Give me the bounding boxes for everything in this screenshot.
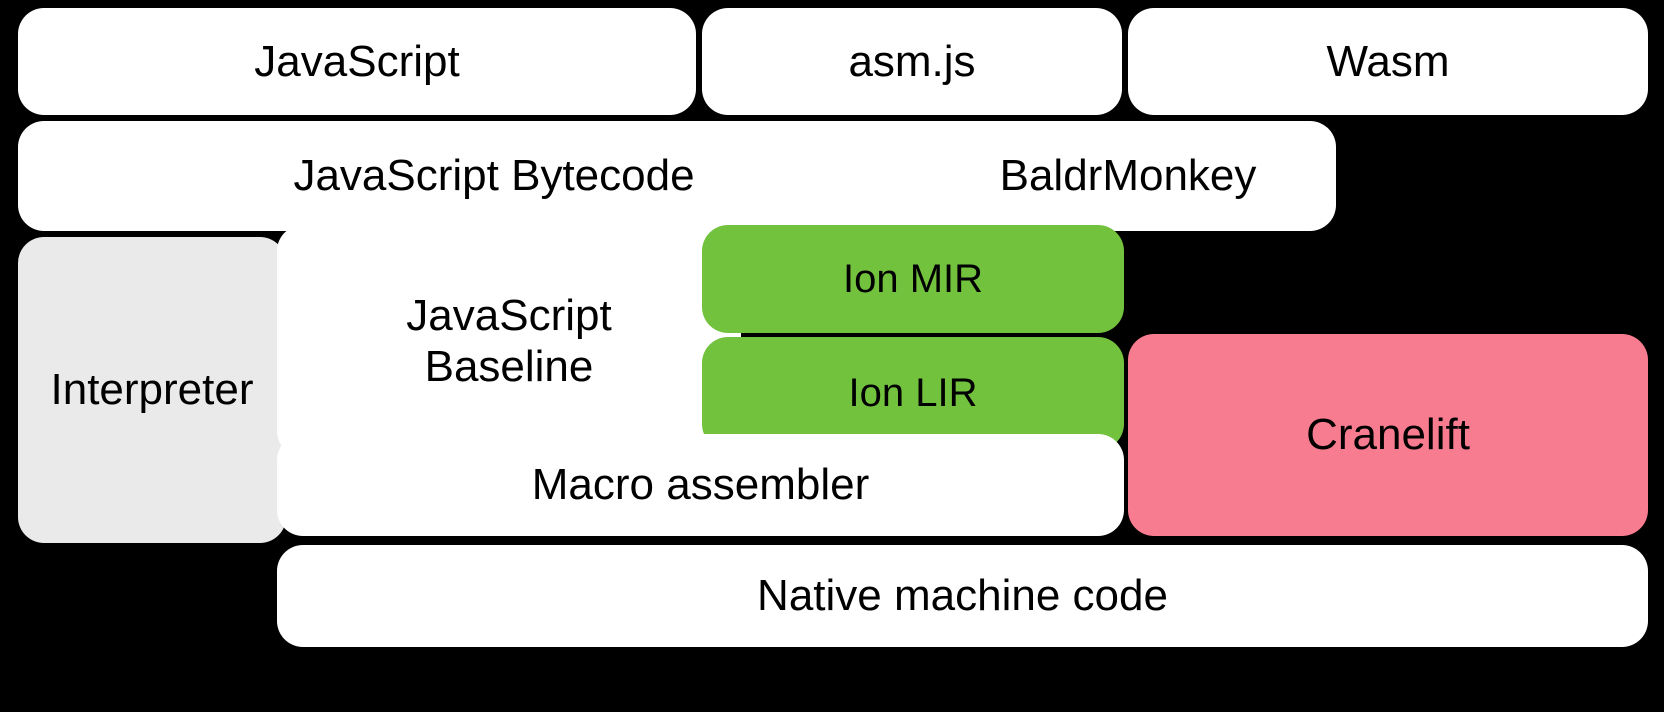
node-cranelift: Cranelift bbox=[1128, 334, 1648, 536]
node-label-cranelift: Cranelift bbox=[1306, 410, 1470, 460]
node-interpreter: Interpreter bbox=[18, 237, 286, 543]
node-wasm: Wasm bbox=[1128, 8, 1648, 115]
node-label-javascript: JavaScript bbox=[254, 36, 460, 86]
node-label-ion-mir: Ion MIR bbox=[842, 256, 984, 301]
node-macro-assembler: Macro assembler bbox=[277, 434, 1124, 536]
node-ion-lir: Ion LIR bbox=[702, 337, 1124, 450]
node-ion-mir: Ion MIR bbox=[702, 225, 1124, 333]
node-label-native-machine-code: Native machine code bbox=[757, 571, 1168, 621]
node-label-wasm: Wasm bbox=[1326, 36, 1450, 86]
node-baldrmonkey: BaldrMonkey bbox=[920, 121, 1336, 231]
node-javascript: JavaScript bbox=[18, 8, 696, 115]
node-label-baldrmonkey: BaldrMonkey bbox=[999, 151, 1257, 201]
node-label-interpreter: Interpreter bbox=[50, 365, 254, 415]
node-label-javascript-baseline: JavaScript Baseline bbox=[406, 290, 612, 391]
node-label-ion-lir: Ion LIR bbox=[848, 371, 978, 416]
node-asm-js: asm.js bbox=[702, 8, 1122, 115]
node-javascript-baseline: JavaScript Baseline bbox=[277, 225, 741, 457]
node-label-asm-js: asm.js bbox=[848, 36, 976, 86]
node-native-machine-code: Native machine code bbox=[277, 545, 1648, 647]
node-label-javascript-bytecode: JavaScript Bytecode bbox=[293, 151, 695, 201]
node-label-macro-assembler: Macro assembler bbox=[531, 460, 870, 510]
node-javascript-bytecode: JavaScript Bytecode bbox=[18, 121, 970, 231]
